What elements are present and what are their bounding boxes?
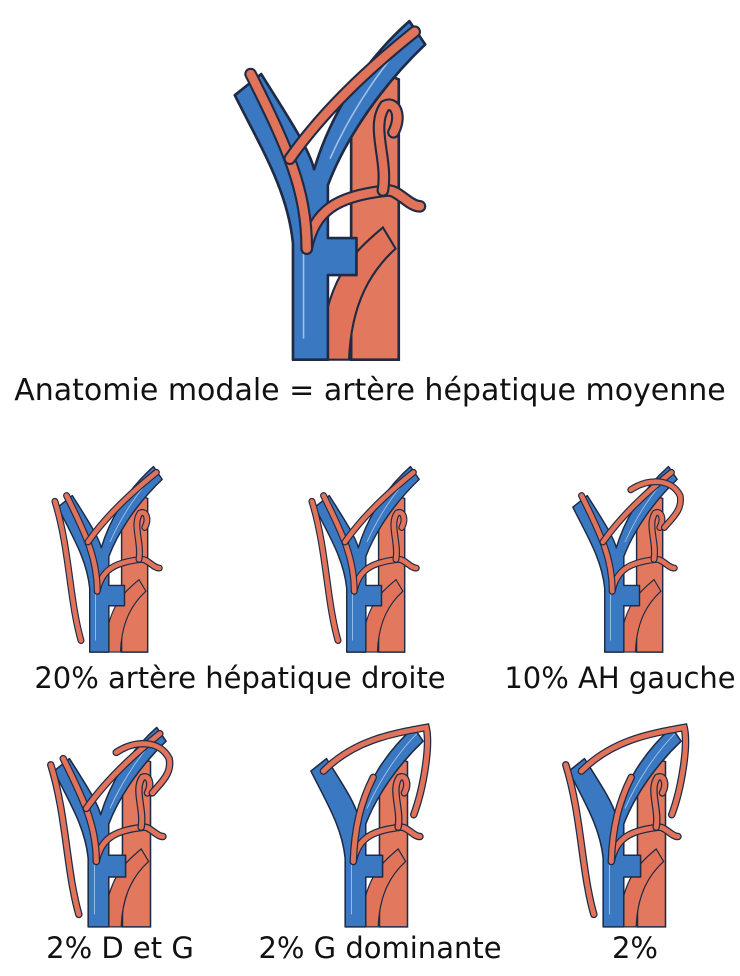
diagram-modal: [150, 0, 510, 365]
caption-dg: 2% D et G: [46, 931, 194, 965]
diagram-dg: [5, 715, 215, 930]
caption-g-dominante: 2% G dominante: [258, 931, 502, 965]
caption-droite: 20% artère hépatique droite: [34, 661, 446, 695]
caption-last: 2%: [611, 931, 658, 965]
diagram-last: [520, 715, 730, 930]
diagram-g-dominante: [262, 715, 472, 930]
caption-gauche: 10% AH gauche: [504, 661, 736, 695]
diagram-gauche: [520, 455, 730, 655]
caption-main: Anatomie modale = artère hépatique moyen…: [14, 373, 726, 408]
diagram-droite-1: [5, 455, 215, 655]
diagram-droite-2: [262, 455, 472, 655]
